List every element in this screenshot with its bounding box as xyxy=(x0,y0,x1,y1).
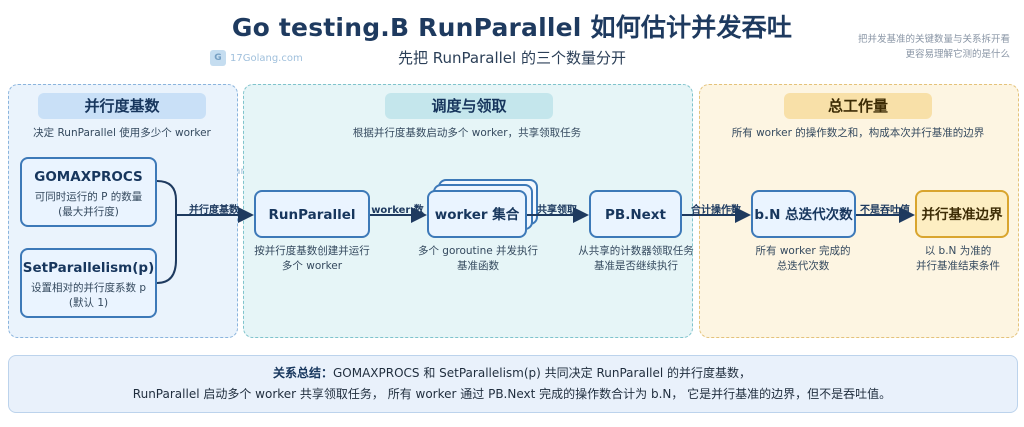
caption-line: 多个 goroutine 并发执行 xyxy=(417,245,539,257)
node-workers-label: worker 集合 xyxy=(434,207,520,223)
node-pbnext-label: PB.Next xyxy=(605,207,666,223)
caption-line: 基准函数 xyxy=(457,260,499,272)
caption-line: 基准是否继续执行 xyxy=(594,260,678,272)
node-workers-caption: 多个 goroutine 并发执行 基准函数 xyxy=(405,244,551,274)
edge-label-sum-ops: 合计操作数 xyxy=(691,205,741,216)
node-setparallelism-desc2: (默认 1) xyxy=(68,297,109,309)
corner-note-line2: 更容易理解它测的是什么 xyxy=(905,49,1010,60)
node-bn-label: b.N 总迭代次数 xyxy=(754,207,853,223)
merge-bracket xyxy=(156,180,177,284)
summary-box xyxy=(8,355,1018,413)
node-setparallelism: SetParallelism(p) 设置相对的并行度系数 p (默认 1) xyxy=(20,248,157,318)
caption-line: 所有 worker 完成的 xyxy=(755,245,851,257)
caption-line: 从共享的计数器领取任务 xyxy=(578,245,694,257)
node-boundary-label: 并行基准边界 xyxy=(921,207,1003,223)
node-gomaxprocs-label: GOMAXPROCS xyxy=(34,169,143,185)
page-title: Go testing.B RunParallel 如何估计并发吞吐 xyxy=(231,13,793,42)
node-runparallel-caption: 按并行度基数创建并运行 多个 worker xyxy=(240,244,384,274)
section-workload-desc: 所有 worker 的操作数之和，构成本次并行基准的边界 xyxy=(731,127,985,139)
edge-label-shared-claim: 共享领取 xyxy=(537,205,577,216)
node-bn: b.N 总迭代次数 xyxy=(751,190,856,238)
page-subtitle: 先把 RunParallel 的三个数量分开 xyxy=(398,49,626,67)
node-runparallel-label: RunParallel xyxy=(268,207,356,223)
node-setparallelism-desc1: 设置相对的并行度系数 p xyxy=(30,282,146,294)
caption-line: 以 b.N 为准的 xyxy=(924,245,992,257)
caption-line: 并行基准结束条件 xyxy=(916,260,1000,272)
caption-line: 总迭代次数 xyxy=(776,260,830,272)
node-bn-caption: 所有 worker 完成的 总迭代次数 xyxy=(738,244,868,274)
node-workers: worker 集合 xyxy=(427,190,527,238)
edge-label-worker-count: worker 数 xyxy=(371,205,424,216)
caption-line: 多个 worker xyxy=(281,260,343,272)
watermark: G 17Golang.com xyxy=(210,50,303,66)
watermark-text: 17Golang.com xyxy=(230,52,303,64)
node-setparallelism-label: SetParallelism(p) xyxy=(22,260,155,276)
section-concurrency-desc: 决定 RunParallel 使用多少个 worker xyxy=(33,127,211,139)
summary-label: 关系总结： xyxy=(272,366,333,380)
summary-line2: RunParallel 启动多个 worker 共享领取任务， 所有 worke… xyxy=(132,387,892,401)
edge-label-concurrency: 并行度基数 xyxy=(189,205,239,216)
node-gomaxprocs: GOMAXPROCS 可同时运行的 P 的数量 (最大并行度) xyxy=(20,157,157,227)
node-boundary-caption: 以 b.N 为准的 并行基准结束条件 xyxy=(895,244,1021,274)
corner-note-line1: 把并发基准的关键数量与关系拆开看 xyxy=(857,34,1010,45)
node-gomaxprocs-desc1: 可同时运行的 P 的数量 xyxy=(34,191,143,203)
watermark-logo-icon: G xyxy=(210,50,226,66)
node-boundary: 并行基准边界 xyxy=(915,190,1009,238)
node-runparallel: RunParallel xyxy=(254,190,370,238)
watermark-text: 17Golang.com xyxy=(205,165,278,177)
section-concurrency-title: 并行度基数 xyxy=(38,93,206,119)
node-pbnext: PB.Next xyxy=(589,190,682,238)
summary-text-1: GOMAXPROCS 和 SetParallelism(p) 共同决定 RunP… xyxy=(332,366,752,380)
corner-note: 把并发基准的关键数量与关系拆开看 更容易理解它测的是什么 xyxy=(840,32,1010,62)
node-gomaxprocs-desc2: (最大并行度) xyxy=(58,206,119,218)
caption-line: 按并行度基数创建并运行 xyxy=(254,245,370,257)
section-scheduling-title: 调度与领取 xyxy=(385,93,553,119)
edge-label-not-throughput: 不是吞吐值 xyxy=(860,205,910,216)
section-workload-title: 总工作量 xyxy=(784,93,932,119)
summary-line1: 关系总结：GOMAXPROCS 和 SetParallelism(p) 共同决定… xyxy=(8,364,1016,381)
node-pbnext-caption: 从共享的计数器领取任务 基准是否继续执行 xyxy=(568,244,704,274)
section-scheduling-desc: 根据并行度基数启动多个 worker，共享领取任务 xyxy=(352,127,582,139)
